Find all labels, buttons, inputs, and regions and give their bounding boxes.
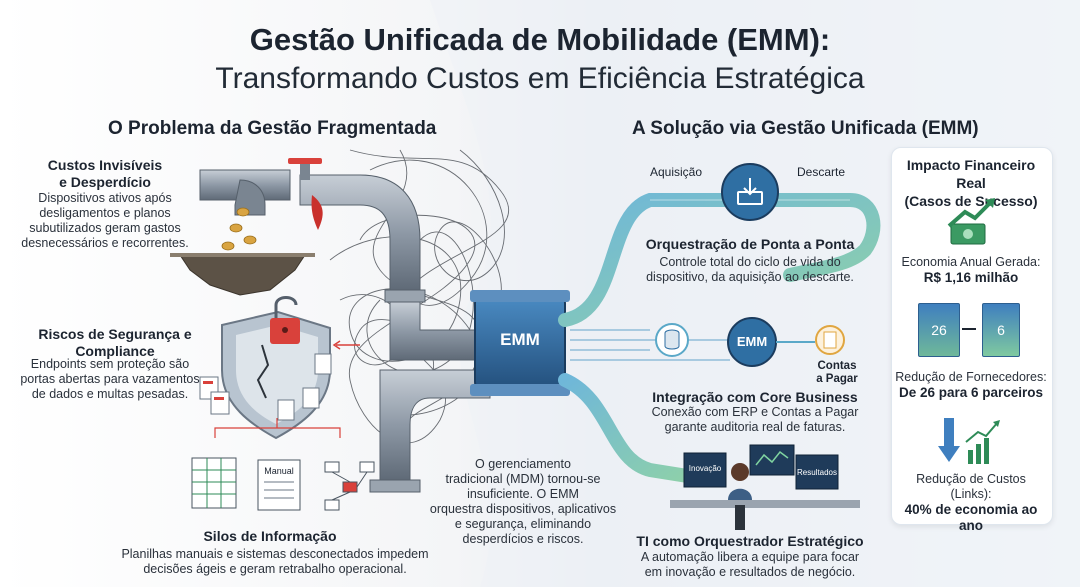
it-text: A automação libera a equipe para focar e…	[640, 550, 860, 579]
savings-label: Economia Anual Gerada:	[901, 255, 1041, 269]
suppliers-label: Redução de Fornecedores:	[895, 370, 1047, 384]
links-value: 40% de economia ao ano	[904, 502, 1038, 533]
orchestration-title: Orquestração de Ponta a Ponta	[645, 236, 855, 252]
suppliers-before-tile: 26	[918, 303, 960, 357]
page-subtitle: Transformando Custos em Eficiência Estra…	[215, 62, 865, 95]
costs-title-line1: Custos Invisíveis	[47, 157, 163, 173]
manual-label: Manual	[264, 466, 294, 476]
spreadsheet-icon	[192, 458, 236, 508]
costs-title-line2: e Desperdício	[59, 174, 151, 190]
risks-title: Riscos de Segurança e Compliance	[38, 326, 192, 359]
costs-text: Dispositivos ativos após desligamentos e…	[21, 191, 189, 250]
suppliers-value: De 26 para 6 parceiros	[898, 385, 1044, 400]
invoice-icon	[816, 326, 844, 354]
database-icon	[656, 324, 688, 356]
savings-value: R$ 1,16 milhão	[923, 270, 1019, 285]
cost-reduction-icon	[938, 418, 1000, 464]
links-label: Redução de Custos (Links):	[916, 472, 1026, 501]
silos-title: Silos de Informação	[203, 528, 337, 544]
solution-heading: A Solução via Gestão Unificada (EMM)	[632, 118, 979, 139]
impact-title: Impacto Financeiro Real (Casos de Sucess…	[904, 157, 1038, 209]
manual-document-icon: Manual	[258, 460, 300, 510]
integration-text: Conexão com ERP e Contas a Pagar garante…	[651, 405, 859, 434]
central-note: O gerenciamento tradicional (MDM) tornou…	[429, 457, 617, 546]
costs-block: Custos Invisíveis e Desperdício	[30, 157, 180, 191]
screen-results-label: Resultados	[796, 468, 838, 477]
page-title: Gestão Unificada de Mobilidade (EMM):	[249, 22, 831, 57]
disposal-label: Descarte	[797, 165, 846, 179]
orchestration-text: Controle total do ciclo de vida do dispo…	[646, 255, 854, 284]
flowchart-icon	[325, 462, 375, 510]
emm-hub-label: EMM	[500, 330, 540, 349]
suppliers-dash	[962, 328, 976, 330]
it-person-icon	[728, 462, 758, 522]
silos-text: Planilhas manuais e sistemas desconectad…	[121, 547, 429, 576]
integration-title: Integração com Core Business	[652, 389, 858, 405]
acquisition-label: Aquisição	[650, 165, 703, 179]
payables-label: Contas a Pagar	[816, 360, 858, 385]
problem-heading: O Problema da Gestão Fragmentada	[108, 118, 437, 139]
download-tray-icon	[722, 164, 778, 220]
it-title: TI como Orquestrador Estratégico	[636, 533, 864, 549]
screen-innovation-label: Inovação	[688, 464, 722, 473]
suppliers-after-tile: 6	[982, 303, 1020, 357]
integration-hub-label: EMM	[736, 334, 768, 349]
money-growth-icon	[947, 198, 995, 245]
risks-text: Endpoints sem proteção são portas aberta…	[20, 357, 200, 401]
